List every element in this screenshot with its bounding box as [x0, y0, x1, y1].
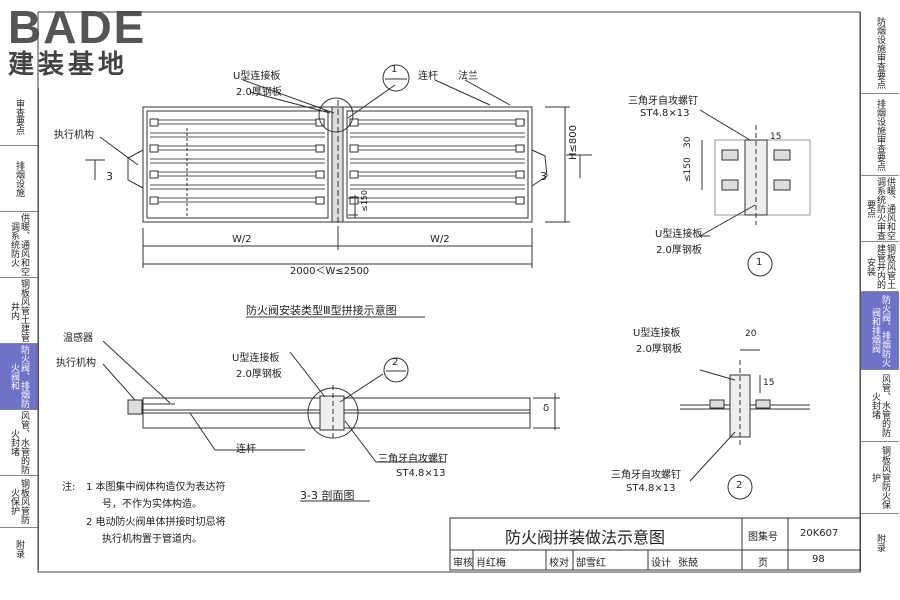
- sheet-title: 防火阀拼装做法示意图: [505, 528, 666, 547]
- top-height-dim: H≤800: [568, 125, 579, 160]
- right-tab-3[interactable]: 钢板风管土建管井内的安装: [861, 242, 899, 292]
- top-u-plate-label: U型连接板: [233, 71, 281, 82]
- top-callout-number: 1: [391, 64, 398, 75]
- detail1-dim-15: 15: [770, 132, 782, 142]
- right-tab-6[interactable]: 钢板风管防火保护: [861, 442, 899, 514]
- top-flange-label: 法兰: [458, 71, 478, 82]
- section-actuator-label: 执行机构: [56, 358, 96, 369]
- top-view-title: 防火阀安装类型Ⅲ型拼接示意图: [246, 304, 397, 317]
- detail-1: [699, 109, 811, 237]
- page-number: 98: [812, 554, 825, 565]
- right-tab-strip: 防烟设施审查要点 排烟设施审查要点 供暖、通风和空调系统防火审查要点 钢板风管土…: [860, 12, 899, 572]
- page-label: 页: [758, 558, 768, 569]
- detail2-steel-label: 2.0厚钢板: [636, 344, 682, 355]
- detail-2: [680, 349, 810, 482]
- detail2-number: 2: [736, 480, 743, 491]
- top-spacing-dim: ≤150: [360, 190, 369, 212]
- reviewer-name: 肖红梅: [476, 558, 506, 569]
- top-total-width: 2000＜W≤2500: [290, 266, 370, 277]
- logo-subtitle: 建装基地: [8, 50, 129, 80]
- top-half-width-right: W/2: [430, 234, 450, 245]
- check-label: 校对: [549, 558, 569, 569]
- section-view: [102, 340, 560, 463]
- checker-name: 郜雪红: [576, 558, 606, 569]
- section-mark-right: 3: [540, 170, 547, 183]
- note-2a: 2 电动防火阀单体拼接时切忌将: [86, 517, 226, 528]
- right-tab-4[interactable]: 防火阀、排烟防火阀和排烟阀: [861, 292, 899, 370]
- notes-prefix: 注:: [62, 482, 76, 493]
- note-1b: 号，不作为实体构造。: [102, 499, 202, 510]
- detail-1-badge: [747, 251, 773, 277]
- right-tab-5[interactable]: 风管、水管的防火封堵: [861, 370, 899, 442]
- atlas-label: 图集号: [748, 532, 778, 543]
- right-tab-0[interactable]: 防烟设施审查要点: [861, 12, 899, 94]
- top-steel-label: 2.0厚钢板: [236, 87, 282, 98]
- note-2b: 执行机构置于管道内。: [102, 534, 202, 545]
- note-1a: 1 本图集中阀体构造仅为表达符: [86, 482, 226, 493]
- top-view-damper: [85, 79, 592, 268]
- left-tab-7[interactable]: 附录: [14, 540, 24, 558]
- left-tab-2[interactable]: 供暖、通风和空调系统防火: [0, 212, 38, 278]
- detail1-screw-label: 三角牙自攻螺钉: [628, 96, 698, 107]
- section-sensor-label: 温感器: [63, 333, 93, 344]
- callout-circle-2-section: [307, 387, 359, 439]
- drawing-frame: [37, 11, 861, 573]
- right-tab-2[interactable]: 供暖、通风和空调系统防火审查要点: [861, 176, 899, 242]
- detail1-dim-150: ≤150: [683, 157, 693, 182]
- left-tab-3[interactable]: 钢板风管土建管井内: [0, 278, 38, 344]
- callout-badge-2-section: [383, 357, 409, 383]
- designer-name: 张兢: [678, 558, 698, 569]
- top-rod-label: 连杆: [418, 71, 438, 82]
- section-view-title: 3-3 剖面图: [300, 489, 355, 502]
- detail1-u-plate-label: U型连接板: [655, 229, 703, 240]
- left-tab-6[interactable]: 钢板风管防火保护: [0, 476, 38, 528]
- left-tab-5[interactable]: 风管、水管的防火封堵: [0, 410, 38, 476]
- detail2-screw-spec: ST4.8×13: [626, 483, 676, 494]
- left-tab-4[interactable]: 防火阀、排烟防火阀和: [0, 344, 38, 410]
- design-label: 设计: [651, 558, 671, 569]
- detail-2-badge: [727, 474, 753, 500]
- detail2-dim-15: 15: [763, 378, 775, 388]
- callout-circle-1-top: [318, 97, 354, 133]
- left-tab-0[interactable]: 审查要点: [0, 88, 38, 146]
- title-block-lines: [449, 517, 861, 571]
- detail1-dim-30: 30: [683, 136, 693, 148]
- section-steel-label: 2.0厚钢板: [236, 369, 282, 380]
- detail2-screw-label: 三角牙自攻螺钉: [611, 470, 681, 481]
- left-tab-1[interactable]: 排烟设施: [0, 146, 38, 212]
- review-label: 审核: [453, 558, 473, 569]
- atlas-number: 20K607: [800, 528, 839, 539]
- section-rod-label: 连杆: [236, 444, 256, 455]
- section-callout-number: 2: [392, 357, 399, 368]
- detail2-u-plate-label: U型连接板: [633, 328, 681, 339]
- top-half-width-left: W/2: [232, 234, 252, 245]
- right-tab-7[interactable]: 附录: [875, 534, 885, 552]
- section-mark-left: 3: [106, 170, 113, 183]
- right-tab-1[interactable]: 排烟设施审查要点: [861, 94, 899, 176]
- section-screw-label: 三角牙自攻螺钉: [378, 454, 448, 465]
- detail1-steel-label: 2.0厚钢板: [656, 245, 702, 256]
- top-actuator-label: 执行机构: [54, 130, 94, 141]
- section-screw-spec: ST4.8×13: [396, 468, 446, 479]
- detail1-screw-spec: ST4.8×13: [640, 108, 690, 119]
- section-u-plate-label: U型连接板: [232, 353, 280, 364]
- detail1-number: 1: [756, 257, 763, 268]
- detail2-dim-20: 20: [745, 329, 757, 339]
- section-thickness: δ: [543, 403, 550, 414]
- callout-badge-1-top: [382, 64, 410, 92]
